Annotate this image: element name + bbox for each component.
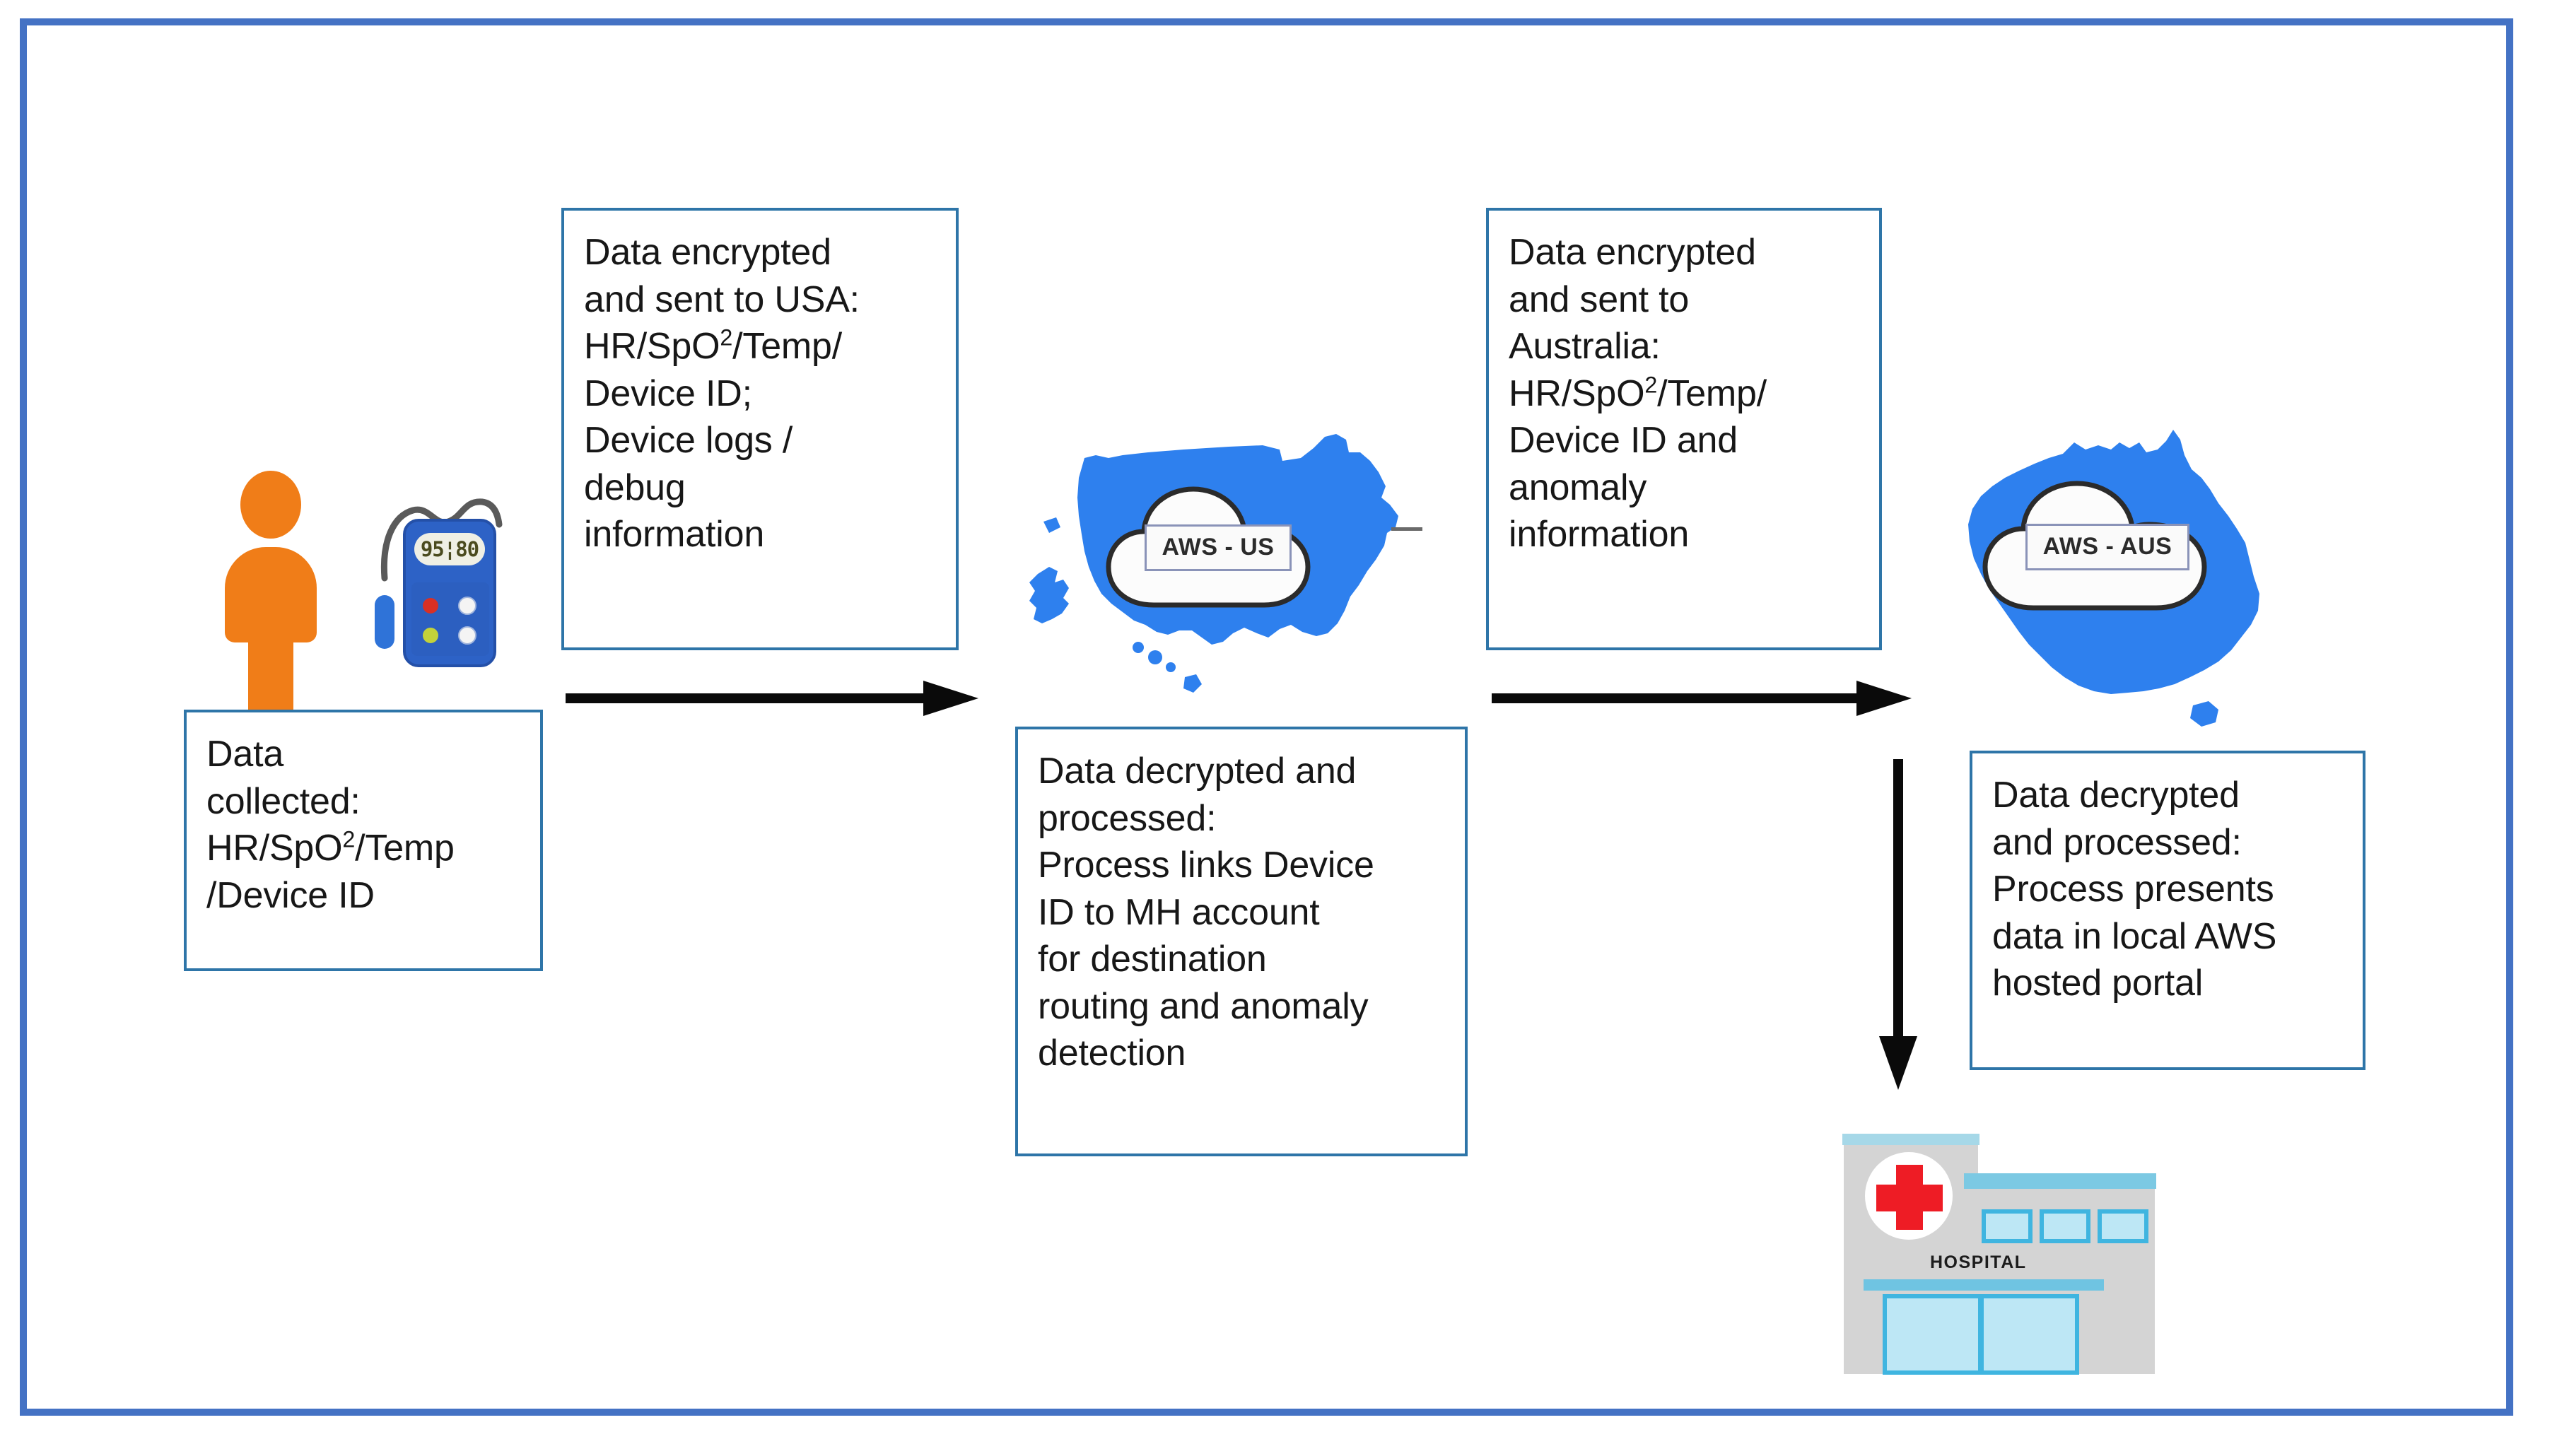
device-down-button[interactable] xyxy=(458,626,476,645)
patient-body-icon xyxy=(225,547,317,642)
arrow-aws-us-to-aws-aus xyxy=(1492,681,1912,716)
device-green-indicator-icon xyxy=(423,628,438,643)
hospital-sign-text: HOSPITAL xyxy=(1930,1252,2027,1272)
device-up-button[interactable] xyxy=(458,597,476,615)
pulse-oximeter-icon: 95¦80 xyxy=(359,478,515,690)
hospital-building-icon xyxy=(1842,1134,2156,1375)
hospital-icon: HOSPITAL xyxy=(1823,1132,2176,1387)
patient-head-icon xyxy=(240,471,301,539)
map-australia: AWS - AUS xyxy=(1922,421,2303,746)
arrow-aws-aus-to-hospital xyxy=(1879,759,1917,1090)
aws-us-cloud-badge: AWS - US xyxy=(1101,481,1335,615)
arrow-patient-to-aws-us xyxy=(566,681,978,716)
device-red-indicator-icon xyxy=(423,598,438,613)
device-probe-icon xyxy=(375,595,394,649)
aws-aus-cloud-badge: AWS - AUS xyxy=(1977,476,2238,618)
device-button-panel xyxy=(411,582,489,656)
device-display: 95¦80 xyxy=(414,533,485,565)
note-decrypted-processed-aus: Data decrypted and processed: Process pr… xyxy=(1970,751,2365,1070)
aws-aus-region-label: AWS - AUS xyxy=(2025,524,2190,570)
map-united-states: AWS - US xyxy=(1017,421,1455,718)
aws-us-region-label: AWS - US xyxy=(1144,524,1292,571)
note-decrypted-processed-us: Data decrypted and processed: Process li… xyxy=(1015,727,1468,1156)
patient-figure xyxy=(225,471,324,725)
patient-legs-icon xyxy=(248,630,293,718)
